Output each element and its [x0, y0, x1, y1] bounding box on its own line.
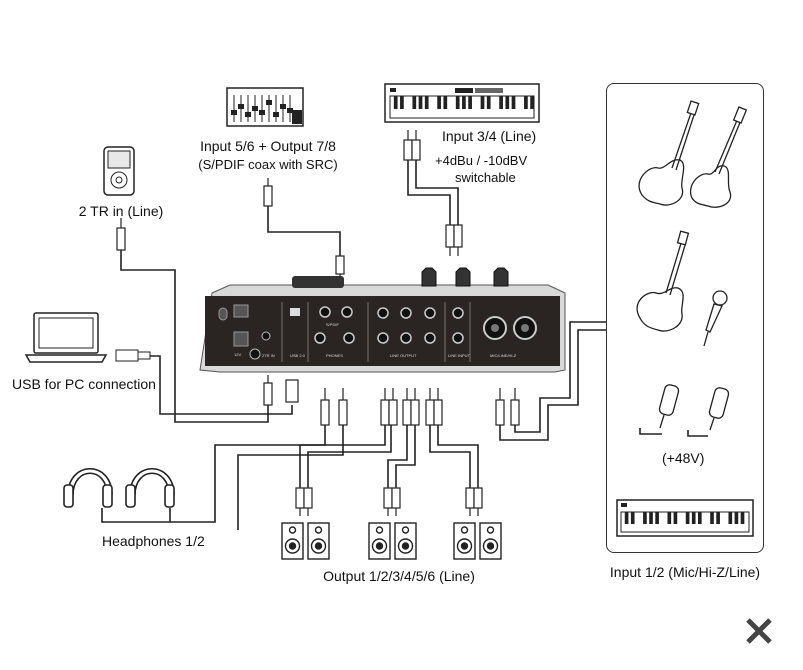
- cables: [101, 160, 708, 530]
- panel-label-power: 12V: [234, 352, 241, 357]
- mixer-icon: [226, 87, 304, 127]
- keyboard-icon: [384, 83, 540, 123]
- keyboard-small-icon: [616, 499, 754, 537]
- label-spdif-line1: Input 5/6 + Output 7/8: [200, 138, 336, 154]
- close-icon: [746, 618, 772, 644]
- label-input34-line3: switchable: [455, 170, 516, 185]
- audio-interface-device: USB 2.0 PHONES LINE OUTPUT LINE INPUT MI…: [199, 267, 566, 373]
- close-button[interactable]: [744, 616, 774, 646]
- ipod-icon: [103, 146, 135, 196]
- label-spdif-line2: (S/PDIF coax with SRC): [198, 157, 338, 172]
- label-outputs: Output 1/2/3/4/5/6 (Line): [323, 568, 475, 584]
- headphones-icon: [63, 468, 175, 508]
- label-headphones: Headphones 1/2: [102, 533, 205, 549]
- laptop-icon: [24, 312, 151, 363]
- label-input12: Input 1/2 (Mic/Hi-Z/Line): [609, 564, 761, 580]
- panel-label-phones: PHONES: [326, 353, 343, 358]
- speakers-icon: [281, 522, 502, 560]
- panel-label-usb: USB 2.0: [290, 353, 306, 358]
- electric-guitar-icon: [638, 100, 748, 208]
- label-input34-line2: +4dBu / -10dBV: [435, 153, 528, 168]
- panel-label-mic: MIC/LINE/HI-Z: [490, 353, 517, 358]
- panel-label-line-input: LINE INPUT: [448, 353, 471, 358]
- label-phantom-power: (+48V): [662, 450, 705, 466]
- label-usb: USB for PC connection: [12, 376, 156, 392]
- panel-label-line-output: LINE OUTPUT: [390, 353, 417, 358]
- condenser-mic-icon: [658, 384, 730, 431]
- input-sources-panel: [606, 83, 764, 553]
- bass-guitar-icon: [636, 230, 690, 332]
- microphone-icon: [703, 290, 728, 347]
- cable-plugs: [116, 130, 520, 516]
- panel-label-spdif: S/PDIF: [326, 322, 339, 327]
- panel-label-2tr: 2TR IN: [262, 353, 275, 358]
- label-input34-line1: Input 3/4 (Line): [442, 128, 537, 144]
- label-2tr-in: 2 TR in (Line): [78, 203, 164, 219]
